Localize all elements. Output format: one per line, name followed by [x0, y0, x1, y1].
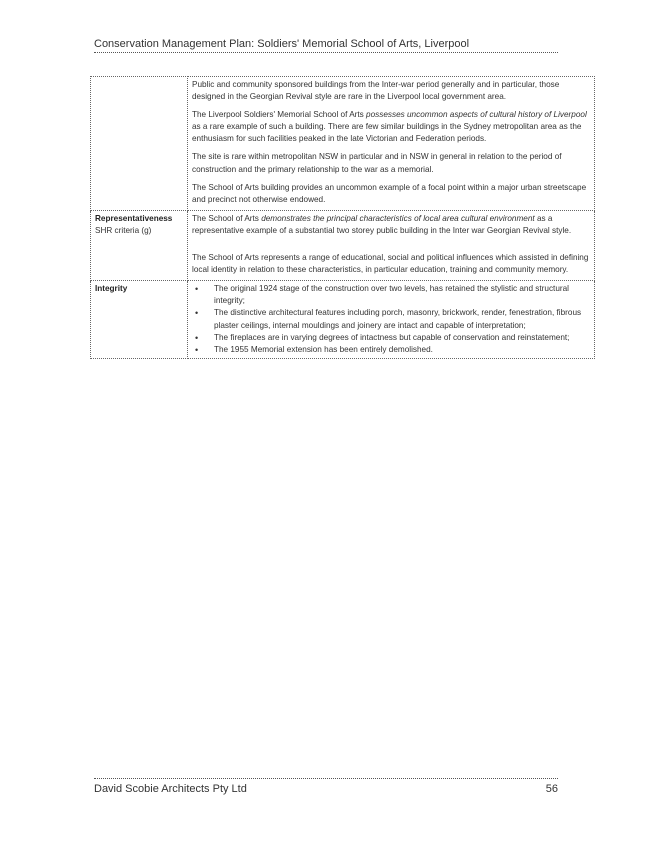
footer-company: David Scobie Architects Pty Ltd — [94, 783, 247, 795]
integrity-label-cell: Integrity — [90, 280, 188, 359]
header-divider — [94, 52, 558, 53]
list-item: The 1955 Memorial extension has been ent… — [192, 344, 590, 356]
integrity-label: Integrity — [95, 284, 128, 294]
page-number: 56 — [545, 783, 558, 795]
table-row-representativeness: Representativeness SHR criteria (g) The … — [90, 209, 595, 282]
rep-p1-lead: The School of Arts — [192, 213, 262, 223]
table-row-rarity: Public and community sponsored buildings… — [90, 76, 595, 211]
representativeness-criteria: SHR criteria (g) — [95, 225, 152, 235]
rarity-p2-tail: as a rare example of such a building. Th… — [192, 122, 582, 144]
list-item: The fireplaces are in varying degrees of… — [192, 332, 590, 344]
integrity-list: The original 1924 stage of the construct… — [192, 283, 590, 356]
rarity-paragraph-3: The site is rare within metropolitan NSW… — [192, 152, 562, 174]
rarity-paragraph-4: The School of Arts building provides an … — [192, 182, 587, 204]
rarity-p2-lead: The Liverpool Soldiers' Memorial School … — [192, 110, 367, 120]
representativeness-label: Representativeness — [95, 213, 173, 223]
running-header: Conservation Management Plan: Soldiers' … — [94, 38, 470, 50]
table-row-integrity: Integrity The original 1924 stage of the… — [90, 280, 595, 359]
representativeness-paragraph-2: The School of Arts represents a range of… — [192, 253, 589, 275]
footer-divider — [94, 778, 558, 779]
representativeness-label-cell: Representativeness SHR criteria (g) — [90, 209, 188, 282]
integrity-text-cell: The original 1924 stage of the construct… — [187, 280, 595, 359]
rarity-paragraph-2: The Liverpool Soldiers' Memorial School … — [192, 109, 590, 145]
rarity-paragraph-1: Public and community sponsored buildings… — [192, 80, 560, 102]
significance-criteria-table: Public and community sponsored buildings… — [90, 76, 595, 359]
list-item: The distinctive architectural features i… — [192, 307, 590, 331]
rarity-text-cell: Public and community sponsored buildings… — [187, 76, 595, 211]
representativeness-text-cell: The School of Arts demonstrates the prin… — [187, 209, 595, 282]
rarity-label-cell — [90, 76, 188, 211]
list-item: The original 1924 stage of the construct… — [192, 283, 590, 307]
representativeness-paragraph-1: The School of Arts demonstrates the prin… — [192, 213, 590, 237]
rarity-p2-emphasis: possesses uncommon aspects of cultural h… — [366, 110, 587, 120]
rep-p1-emphasis: demonstrates the principal characteristi… — [261, 213, 535, 223]
rep-p1-tail: as a representative example of a substan… — [192, 213, 572, 235]
